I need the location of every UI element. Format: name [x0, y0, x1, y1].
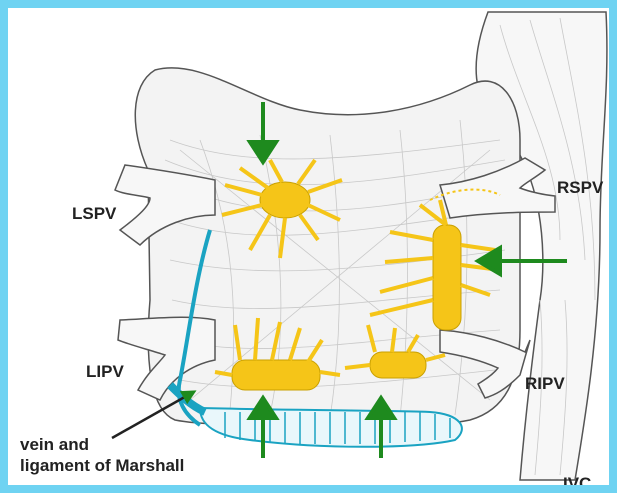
label-ripv: RIPV — [525, 374, 565, 394]
label-ivc: IVC — [563, 474, 591, 493]
label-rspv: RSPV — [557, 178, 603, 198]
label-marshall-line1: vein and — [20, 434, 184, 455]
left-atrium-ganglia-diagram — [8, 8, 609, 485]
label-lipv: LIPV — [86, 362, 124, 382]
label-marshall: vein and ligament of Marshall — [20, 434, 184, 476]
label-marshall-line2: ligament of Marshall — [20, 455, 184, 476]
label-lspv: LSPV — [72, 204, 116, 224]
